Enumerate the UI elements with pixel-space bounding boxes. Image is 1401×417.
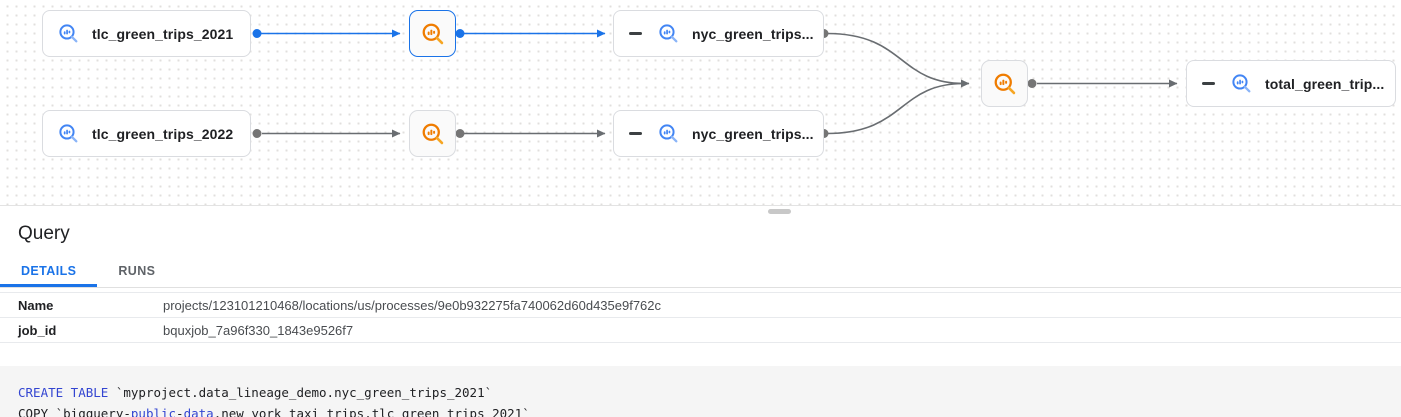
tab-bar: DETAILS RUNS xyxy=(0,258,1401,288)
detail-row-jobid: job_id bquxjob_7a96f330_1843e9526f7 xyxy=(0,318,1401,343)
bigquery-process-icon xyxy=(422,23,443,44)
sql-line: COPY `bigquery-public-data.new_york_taxi… xyxy=(18,403,1383,417)
bigquery-process-icon xyxy=(422,123,443,144)
bigquery-table-icon xyxy=(1232,74,1251,93)
sql-code-block: CREATE TABLE `myproject.data_lineage_dem… xyxy=(0,366,1401,417)
node-label: total_green_trip... xyxy=(1265,75,1385,92)
node-label: tlc_green_trips_2021 xyxy=(92,25,234,42)
bigquery-process-icon xyxy=(994,73,1015,94)
sql-text: - xyxy=(176,406,184,417)
edge-nyc2021-to-merge xyxy=(826,32,965,85)
bigquery-table-icon xyxy=(659,24,678,43)
node-label: nyc_green_trips... xyxy=(692,25,814,42)
process-node-2022[interactable] xyxy=(409,110,456,157)
panel-resize-handle[interactable] xyxy=(768,209,791,214)
panel-title: Query xyxy=(18,223,70,244)
bigquery-table-icon xyxy=(59,24,78,43)
bigquery-table-icon xyxy=(659,124,678,143)
sql-line: CREATE TABLE `myproject.data_lineage_dem… xyxy=(18,382,1383,403)
bigquery-table-icon xyxy=(59,124,78,143)
node-nyc-green-trips-2022[interactable]: nyc_green_trips... xyxy=(613,110,824,157)
node-tlc-green-trips-2022[interactable]: tlc_green_trips_2022 xyxy=(42,110,251,157)
process-node-merge[interactable] xyxy=(981,60,1028,107)
sql-keyword: data xyxy=(183,406,214,417)
sql-text: COPY `bigquery xyxy=(18,406,124,417)
tab-runs[interactable]: RUNS xyxy=(97,258,176,287)
port-process2021-out xyxy=(455,29,465,38)
port-merge-out xyxy=(1027,79,1037,88)
node-label: tlc_green_trips_2022 xyxy=(92,125,234,142)
sql-text: .new_york_taxi_trips.tlc_green_trips_202… xyxy=(213,406,530,417)
port-tlc2022-out xyxy=(252,129,262,138)
detail-row-name: Name projects/123101210468/locations/us/… xyxy=(0,292,1401,318)
sql-text: `myproject.data_lineage_demo.nyc_green_t… xyxy=(108,385,493,400)
sql-keyword: CREATE TABLE xyxy=(18,385,109,400)
node-nyc-green-trips-2021[interactable]: nyc_green_trips... xyxy=(613,10,824,57)
sql-keyword: public xyxy=(130,406,177,417)
port-tlc2021-out xyxy=(252,29,262,38)
detail-value: projects/123101210468/locations/us/proce… xyxy=(163,297,662,313)
node-tlc-green-trips-2021[interactable]: tlc_green_trips_2021 xyxy=(42,10,251,57)
process-node-2021-selected[interactable] xyxy=(409,10,456,57)
detail-label: job_id xyxy=(18,322,57,338)
panel-header: Query xyxy=(0,206,1401,258)
detail-value: bquxjob_7a96f330_1843e9526f7 xyxy=(163,322,354,338)
detail-label: Name xyxy=(18,297,54,313)
details-table: Name projects/123101210468/locations/us/… xyxy=(0,292,1401,343)
sql-text: - xyxy=(123,406,131,417)
lineage-canvas[interactable]: tlc_green_trips_2021 nyc_green_trips... xyxy=(0,0,1401,206)
collapse-minus-icon[interactable] xyxy=(1202,82,1215,85)
collapse-minus-icon[interactable] xyxy=(629,32,642,35)
node-label: nyc_green_trips... xyxy=(692,125,814,142)
node-total-green-trips[interactable]: total_green_trip... xyxy=(1186,60,1396,107)
details-panel: Query DETAILS RUNS Name projects/1231012… xyxy=(0,206,1401,417)
edge-nyc2022-to-merge xyxy=(826,82,965,135)
tab-details[interactable]: DETAILS xyxy=(0,258,98,287)
port-process2022-out xyxy=(455,129,465,138)
collapse-minus-icon[interactable] xyxy=(629,132,642,135)
